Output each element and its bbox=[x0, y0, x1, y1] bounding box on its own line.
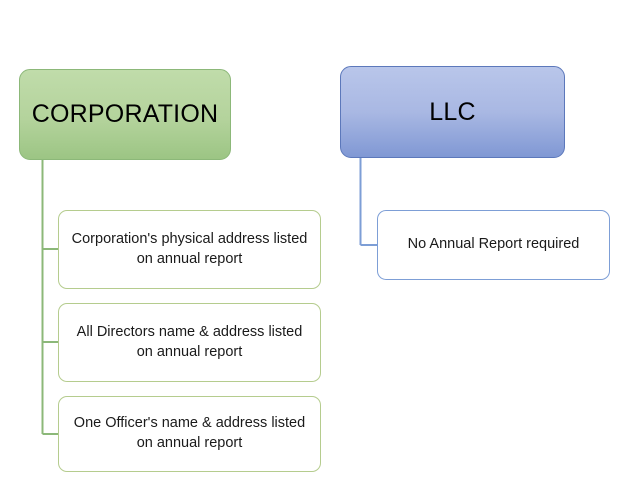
node-llc[interactable]: LLC bbox=[340, 66, 565, 158]
node-corporation-child-0-label: Corporation's physical address listed on… bbox=[71, 230, 308, 267]
node-corporation[interactable]: CORPORATION bbox=[19, 69, 231, 160]
node-corporation-child-2-label: One Officer's name & address listed on a… bbox=[73, 415, 306, 451]
node-corporation-child-0[interactable]: Corporation's physical address listed on… bbox=[58, 210, 321, 289]
connector-group-corporation bbox=[41, 160, 58, 435]
node-corporation-label: CORPORATION bbox=[31, 100, 219, 129]
node-llc-child-0-label: No Annual Report required bbox=[407, 236, 580, 253]
node-corporation-child-2[interactable]: One Officer's name & address listed on a… bbox=[58, 396, 321, 472]
connector-group-llc bbox=[359, 158, 377, 246]
node-llc-label: LLC bbox=[429, 97, 476, 126]
node-corporation-child-1[interactable]: All Directors name & address listed on a… bbox=[58, 303, 321, 382]
node-corporation-child-1-label: All Directors name & address listed on a… bbox=[76, 323, 303, 360]
node-llc-child-0[interactable]: No Annual Report required bbox=[377, 210, 610, 280]
